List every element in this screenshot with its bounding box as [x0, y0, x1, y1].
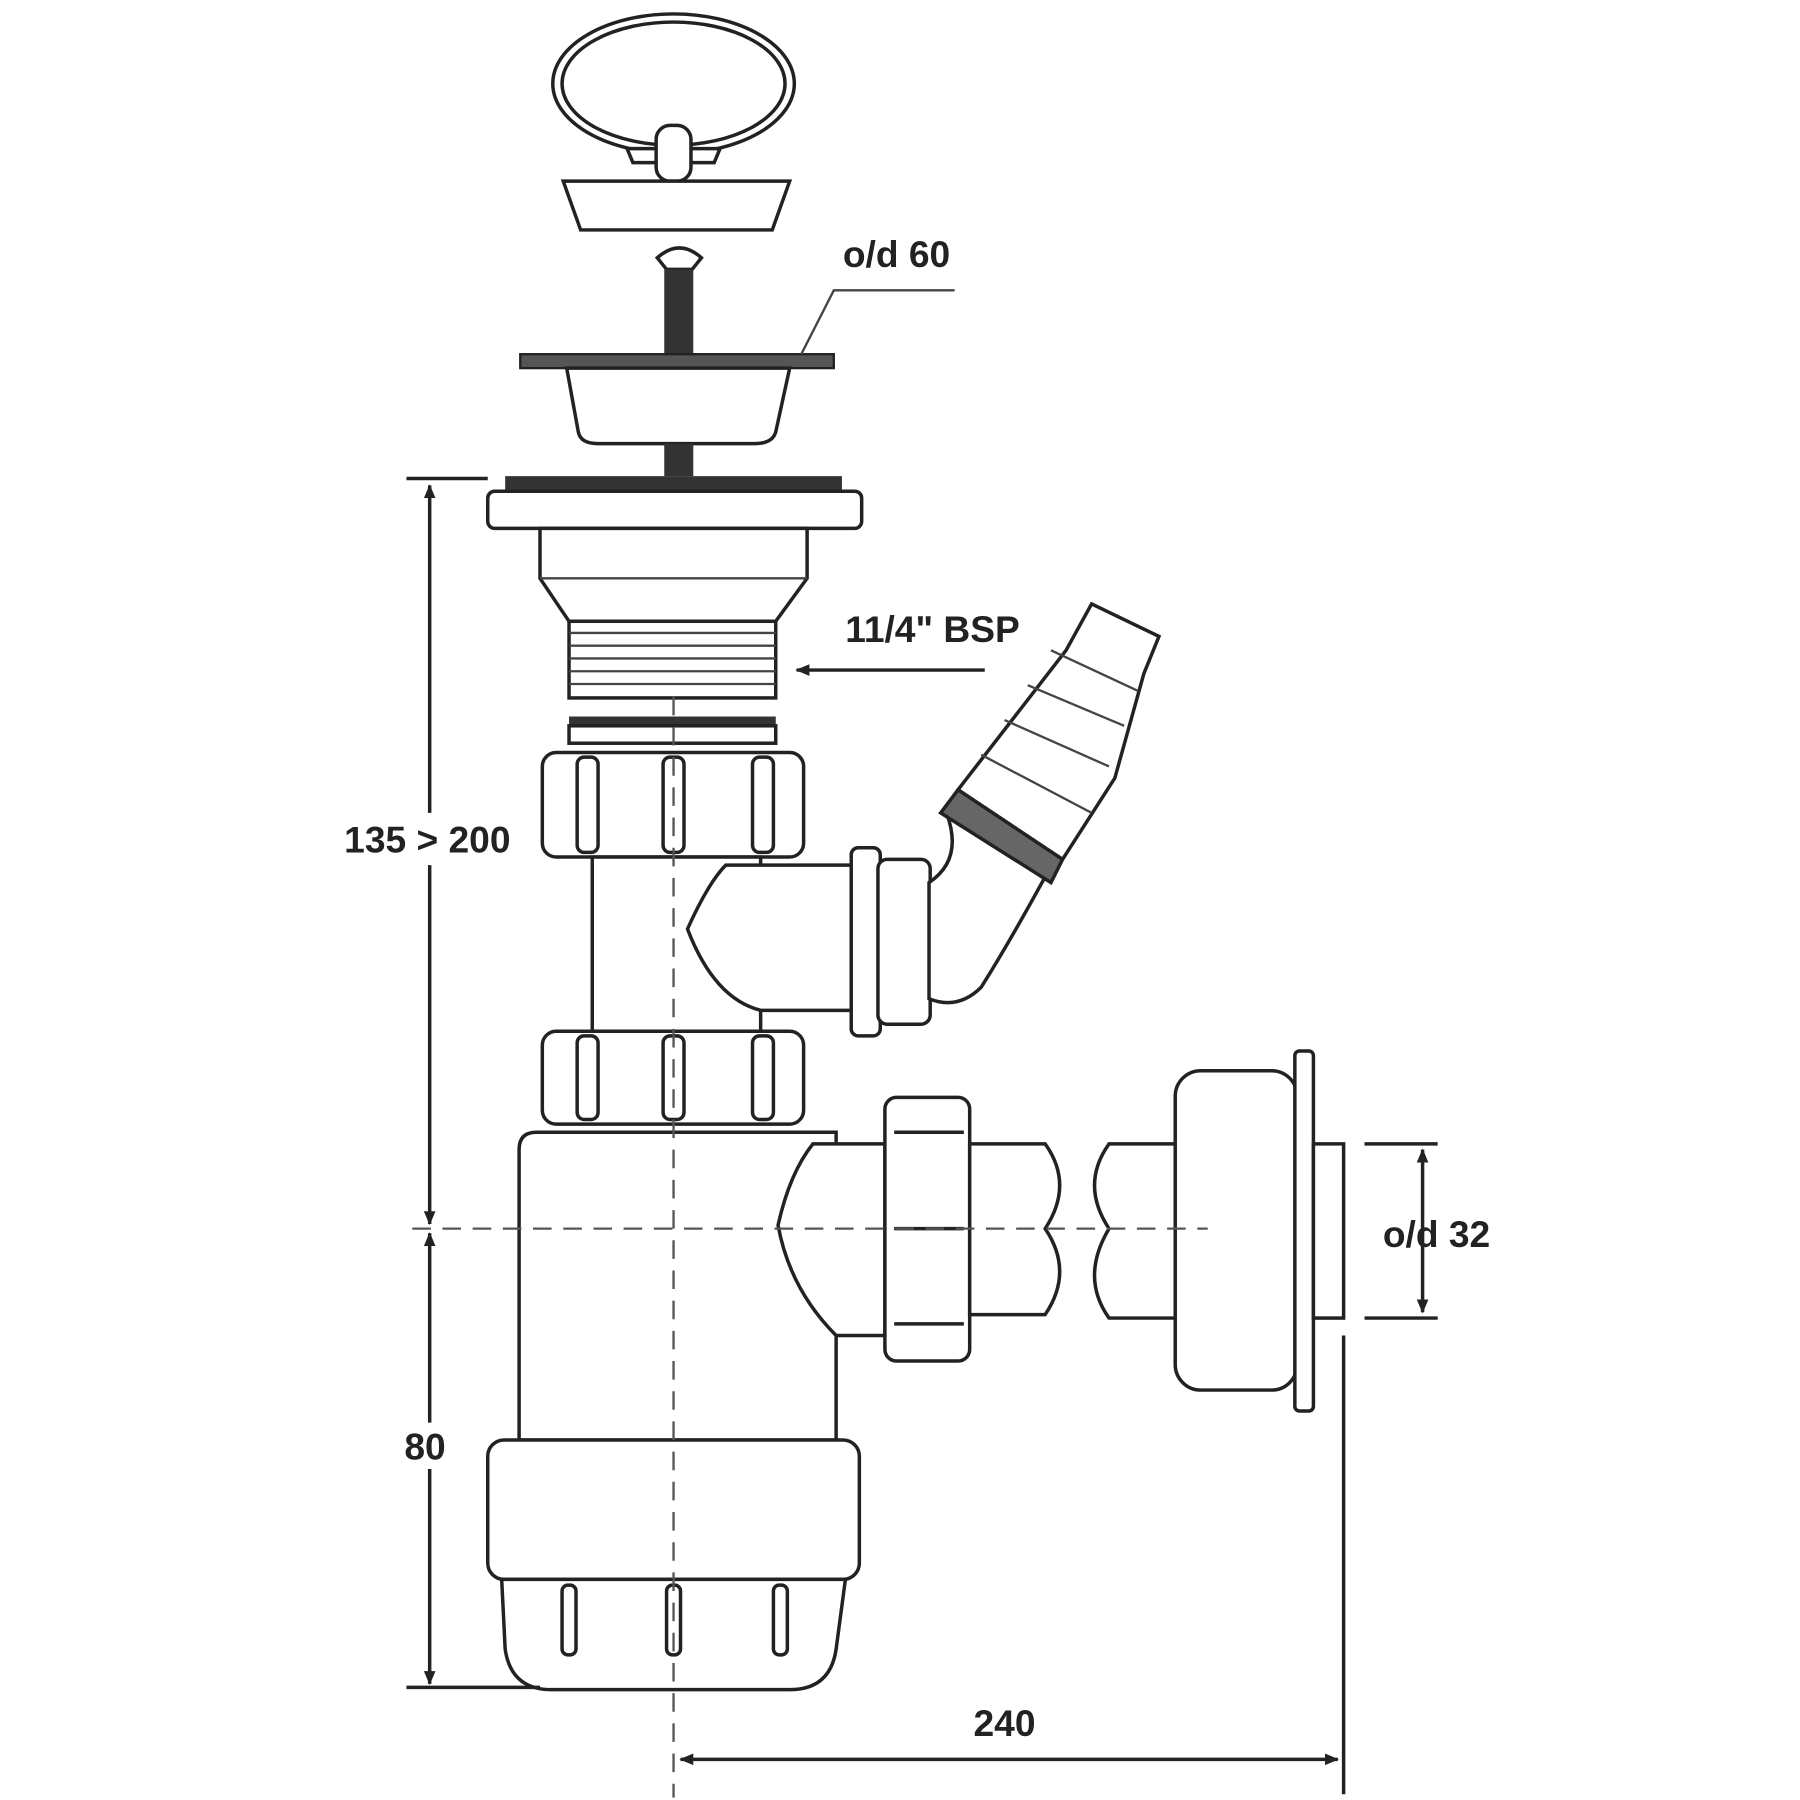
bottle-body: [486, 1095, 972, 1692]
outlet-pipe: [967, 1142, 1181, 1320]
appliance-spigot: [685, 601, 1162, 1038]
dimension-lines: [406, 289, 1438, 1795]
strainer-od-label: o/d 60: [843, 233, 950, 275]
strainer-grid: [519, 353, 835, 477]
wall-connector: [1173, 1049, 1346, 1413]
plug-and-chain-ring: [551, 12, 797, 232]
bottom-height-label: 80: [404, 1426, 445, 1468]
waste-body: [486, 476, 864, 745]
height-range-label: 135 > 200: [344, 818, 510, 860]
screw: [654, 246, 704, 360]
outlet-od-label: o/d 32: [1383, 1213, 1490, 1255]
thread-label: 11/4" BSP: [845, 608, 1020, 650]
projection-label: 240: [974, 1702, 1036, 1744]
